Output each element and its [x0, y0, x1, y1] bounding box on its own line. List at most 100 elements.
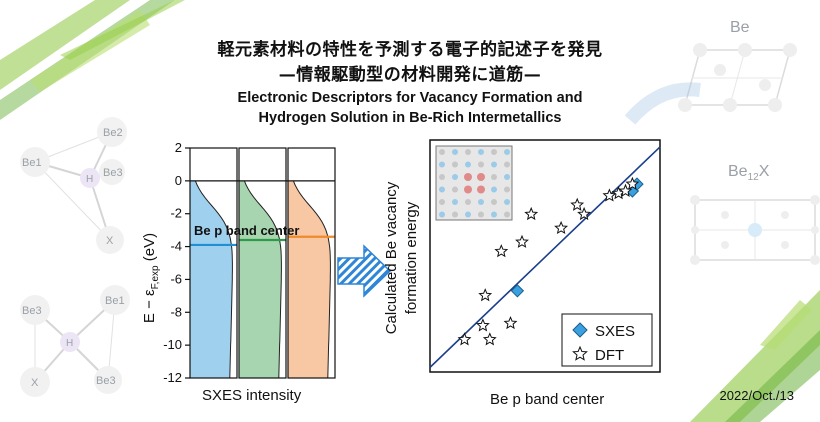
inset-atom: [478, 149, 484, 155]
dft-data-point: [625, 176, 640, 190]
x-axis-label-sxes-intensity: SXES intensity: [202, 387, 302, 404]
y-tick-label: -10: [163, 337, 182, 352]
inset-atom: [439, 211, 445, 218]
inset-atom: [439, 199, 445, 205]
legend-marker-dft: [572, 345, 588, 361]
be-cluster-diagram-bottom: [20, 285, 130, 397]
band-center-annotation: Be p band center: [194, 223, 299, 238]
title-english-line2: Hydrogen Solution in Be-Rich Intermetall…: [258, 110, 562, 126]
arc-arrow-decoration: [624, 82, 701, 125]
bg-label-be3: Be3: [103, 167, 123, 179]
bg-label-be3-bottom-right: Be3: [96, 375, 116, 387]
x-axis-label-band-center: Be p band center: [490, 391, 604, 408]
y-tick-label: -8: [170, 304, 182, 319]
sxes-spectra-chart: 20-2-4-6-8-10-12 Be p band center SXES i…: [141, 140, 336, 404]
bg-label-crystal-be: Be: [730, 19, 750, 36]
y-tick-label: 2: [175, 140, 182, 155]
be-crystal-diagram: [678, 43, 797, 112]
dft-data-point: [478, 288, 493, 302]
title-japanese-line1: 軽元素材料の特性を予測する電子的記述子を発見: [217, 40, 603, 60]
inset-atom: [465, 211, 471, 218]
sxes-data-point: [510, 284, 525, 298]
dft-data-point: [602, 188, 617, 202]
dft-data-point: [482, 332, 497, 346]
spectrum-fill-area: [190, 180, 233, 378]
be-cluster-diagram-top: [20, 117, 127, 254]
inset-atom: [452, 149, 458, 155]
inset-atom: [504, 161, 510, 168]
inset-atom: [452, 199, 458, 205]
green-stripe-decoration-bottom-right: [690, 290, 820, 422]
inset-atom: [478, 199, 484, 205]
inset-atom: [439, 161, 445, 168]
inset-atom: [465, 149, 471, 155]
y-axis-label-line1: Calculated Be vacancy: [383, 181, 400, 334]
spectrum-curve: [194, 180, 233, 378]
bg-label-h-bottom: H: [66, 338, 73, 349]
inset-atom: [478, 161, 484, 168]
y-axis-label-line2: formation energy: [403, 201, 420, 314]
y-tick-label: -4: [170, 239, 182, 254]
inset-atom: [491, 211, 497, 218]
striped-arrow-icon: [337, 244, 392, 298]
dft-data-point: [577, 206, 592, 221]
spectrum-curve: [243, 180, 282, 378]
inset-atom: [491, 199, 497, 205]
inset-atom: [439, 174, 445, 180]
dft-data-point: [457, 332, 472, 346]
spectrum-panel-frame-3: [287, 147, 336, 379]
inset-atom: [504, 149, 510, 155]
inset-atom: [491, 186, 497, 193]
y-tick-label: 0: [175, 173, 182, 188]
inset-atom: [452, 174, 458, 180]
spectrum-fill-area: [239, 180, 282, 378]
dft-data-point: [515, 234, 529, 248]
legend-marker-sxes: [572, 322, 588, 338]
inset-crystal-structure: [435, 145, 513, 221]
inset-atom: [465, 161, 471, 168]
y-tick-label: -6: [170, 271, 182, 286]
inset-atom: [504, 186, 510, 193]
inset-atom: [477, 185, 485, 194]
inset-atom: [478, 211, 484, 218]
inset-atom: [477, 173, 485, 181]
inset-atom: [491, 174, 497, 180]
be12x-crystal-diagram: [690, 195, 820, 265]
spectrum-panel-frame-1: [189, 147, 238, 379]
dft-data-point: [618, 183, 633, 197]
bg-label-be1-bottom: Be1: [105, 295, 125, 307]
inset-atom: [504, 199, 510, 205]
legend-label-sxes: SXES: [595, 323, 635, 340]
dft-data-point: [554, 220, 569, 235]
inset-atom: [465, 199, 471, 205]
bg-label-be1: Be1: [22, 157, 42, 169]
dft-data-point: [475, 318, 490, 332]
bg-label-be3-bottom-left: Be3: [22, 305, 42, 317]
y-axis-label-energy: E − εF,exp (eV): [141, 233, 161, 323]
dft-data-point: [570, 197, 585, 211]
inset-atom: [504, 211, 510, 218]
inset-atom: [439, 186, 445, 193]
bg-label-h: H: [86, 174, 93, 185]
inset-atom: [491, 149, 497, 155]
publication-date: 2022/Oct./13: [719, 388, 794, 403]
legend-label-dft: DFT: [595, 347, 624, 364]
spectrum-curve: [292, 180, 331, 378]
title-english-line1: Electronic Descriptors for Vacancy Forma…: [237, 90, 583, 106]
inset-atom: [464, 185, 472, 194]
inset-atom: [491, 161, 497, 168]
bg-label-x-bottom: X: [31, 377, 39, 389]
dft-data-point: [524, 206, 539, 221]
inset-atom: [464, 173, 472, 181]
dft-data-point: [503, 316, 518, 330]
bg-label-be2: Be2: [103, 127, 123, 139]
title-japanese-line2: —情報駆動型の材料開発に道筋—: [278, 65, 542, 85]
bg-label-crystal-be12x: Be12X: [728, 163, 770, 183]
y-tick-label: -2: [170, 206, 182, 221]
green-stripe-decoration-top-left: [0, 0, 185, 120]
spectrum-fill-area: [288, 180, 331, 378]
inset-atom: [439, 149, 445, 155]
inset-atom: [452, 161, 458, 168]
